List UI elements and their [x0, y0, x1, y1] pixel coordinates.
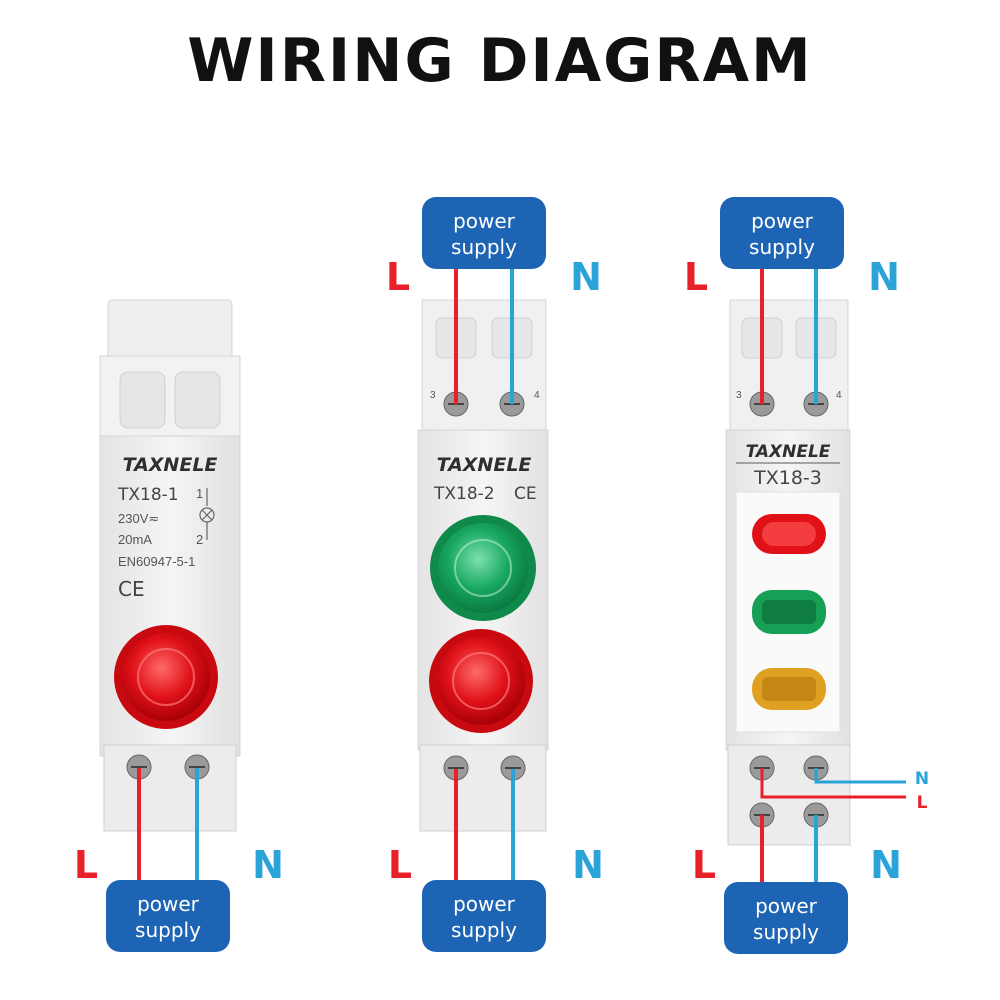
terminal-label-left: 3 [430, 390, 436, 401]
power-supply-line2: supply [749, 235, 815, 259]
terminal-label-right: 4 [836, 390, 842, 401]
green-indicator-lamp [430, 515, 536, 621]
neutral-label: N [252, 843, 284, 887]
power-supply-box: power supply [422, 880, 546, 952]
power-supply-box: power supply [106, 880, 230, 952]
neutral-output-wire [814, 768, 906, 784]
neutral-label: N [868, 255, 900, 299]
line-label: L [692, 843, 716, 887]
terminal-label-bottom: 2 [196, 532, 203, 547]
line-output-wire [760, 768, 906, 799]
green-indicator-lamp [752, 590, 826, 634]
line-label: L [684, 255, 708, 299]
power-supply-line1: power [751, 209, 814, 233]
device-tx18-3: power supply L N 3 4 TAXNELE TX18-3 [684, 197, 929, 954]
power-supply-line1: power [453, 892, 516, 916]
terminal-label-top: 1 [196, 486, 203, 501]
brand-label: TAXNELE [123, 454, 218, 476]
red-indicator-lamp [114, 625, 218, 729]
red-indicator-lamp [429, 629, 533, 733]
power-supply-line1: power [453, 209, 516, 233]
power-supply-line1: power [137, 892, 200, 916]
power-supply-line2: supply [135, 918, 201, 942]
output-line-label: L [917, 793, 928, 813]
power-supply-line2: supply [451, 918, 517, 942]
device-tx18-2: power supply L N 3 4 TAXNELE TX18-2 CE [386, 197, 604, 952]
brand-label: TAXNELE [437, 454, 532, 476]
terminal-label-right: 4 [534, 390, 540, 401]
ce-mark: CE [118, 577, 145, 601]
neutral-label: N [570, 255, 602, 299]
neutral-label: N [870, 843, 902, 887]
line-label: L [386, 255, 410, 299]
terminal-label-left: 3 [736, 390, 742, 401]
power-supply-line1: power [755, 894, 818, 918]
amber-indicator-lamp [752, 668, 826, 710]
power-supply-box: power supply [422, 197, 546, 269]
ce-mark: CE [514, 484, 537, 504]
output-neutral-label: N [915, 769, 929, 789]
power-supply-line2: supply [753, 920, 819, 944]
line-label: L [74, 843, 98, 887]
red-indicator-lamp [752, 514, 826, 554]
voltage-label: 230V≂ [118, 511, 159, 526]
model-label: TX18-1 [117, 485, 179, 505]
model-label: TX18-3 [753, 467, 822, 489]
power-supply-box: power supply [724, 882, 848, 954]
device-tx18-1: TAXNELE TX18-1 1 230V≂ 20mA 2 EN60947-5-… [74, 299, 284, 952]
power-supply-line2: supply [451, 235, 517, 259]
page-title: WIRING DIAGRAM [187, 26, 813, 96]
standard-label: EN60947-5-1 [118, 554, 195, 569]
brand-label: TAXNELE [746, 442, 831, 462]
neutral-label: N [572, 843, 604, 887]
current-label: 20mA [118, 532, 152, 547]
power-supply-box: power supply [720, 197, 844, 269]
line-label: L [388, 843, 412, 887]
model-label: TX18-2 [433, 484, 495, 504]
